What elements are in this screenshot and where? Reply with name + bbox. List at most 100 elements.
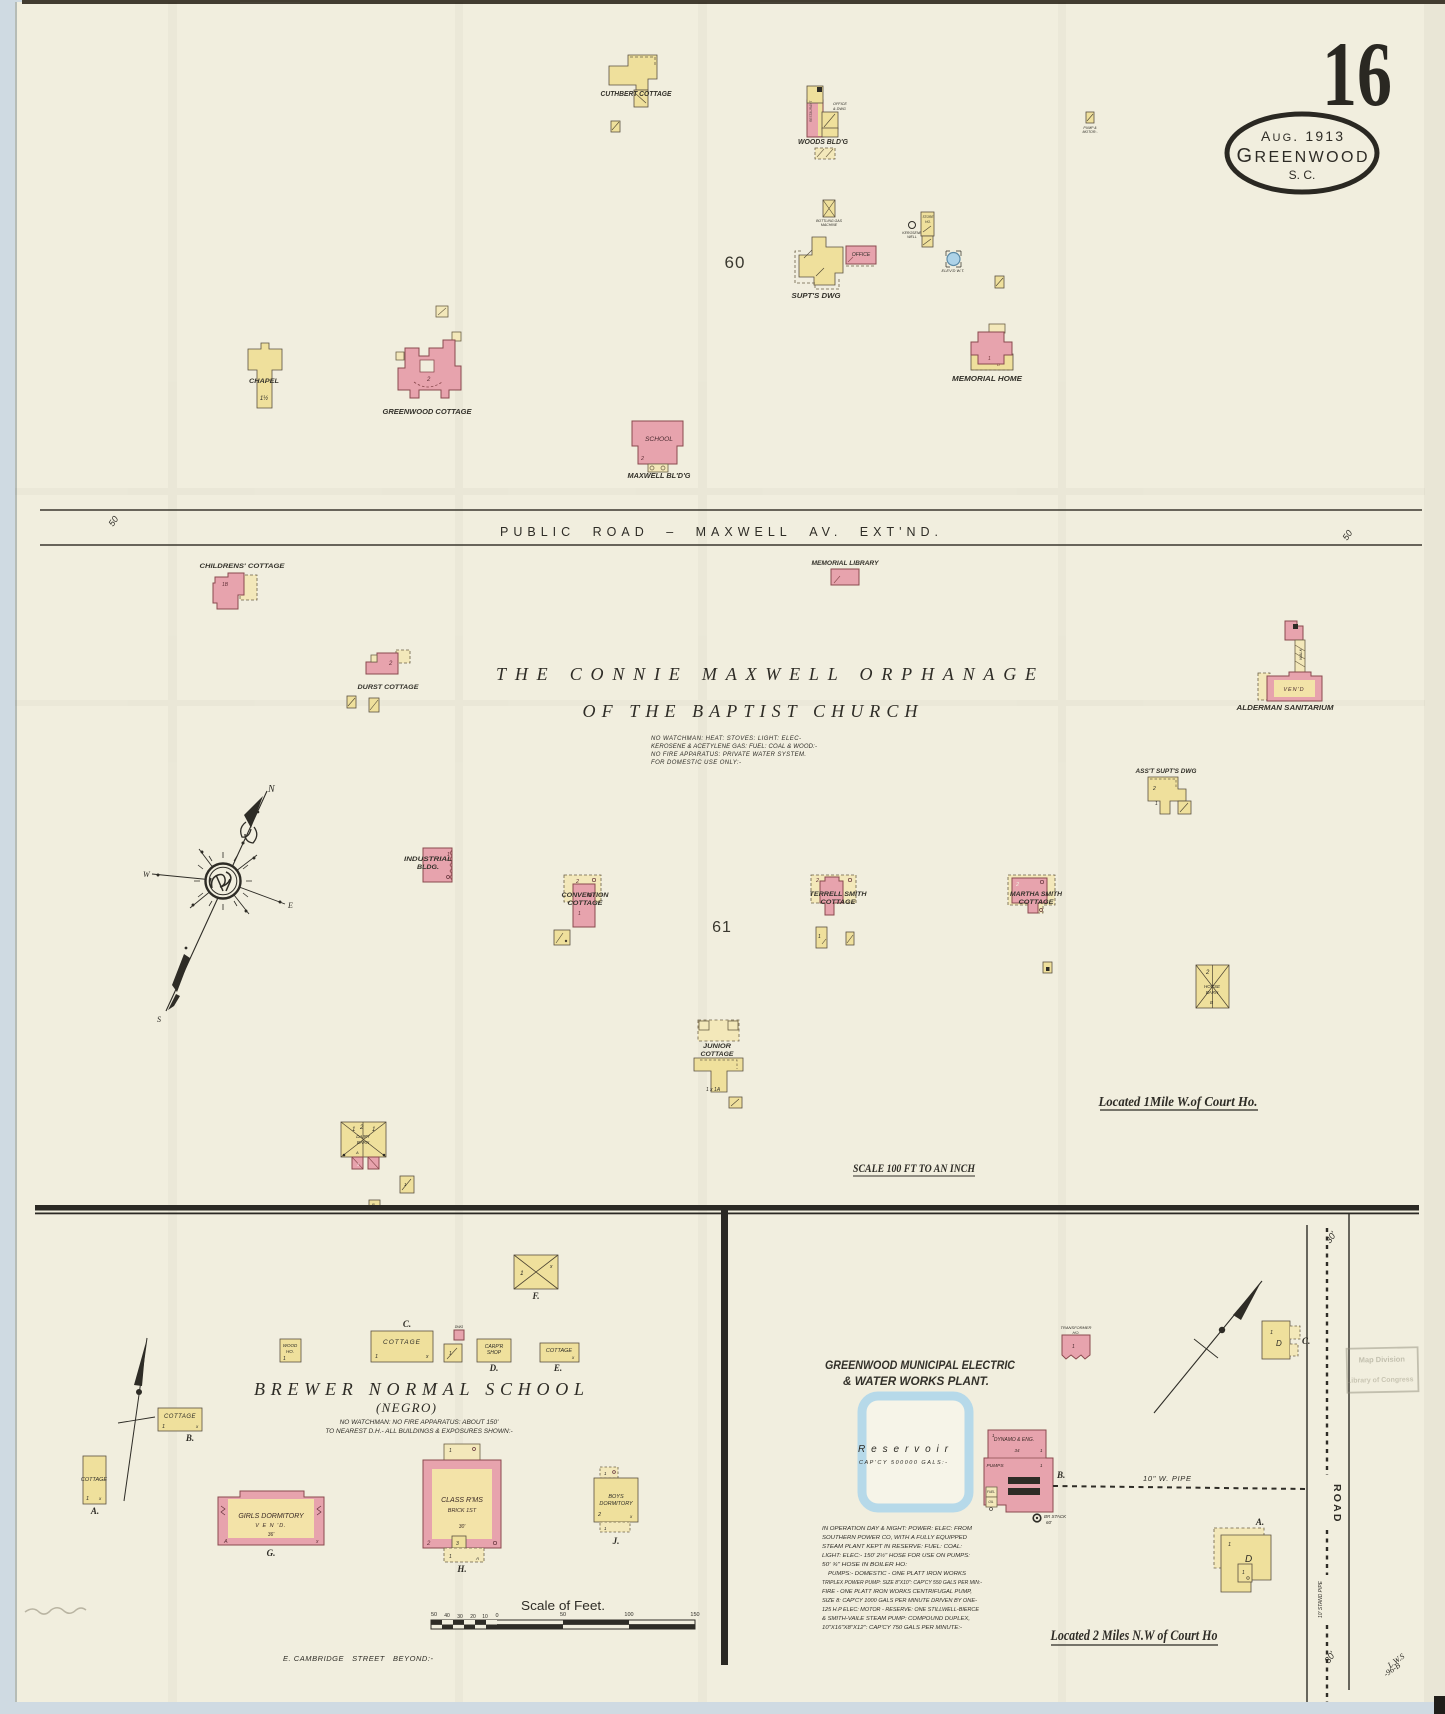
svg-text:DYNAMO & ENG.: DYNAMO & ENG. — [994, 1437, 1034, 1443]
svg-text:x: x — [549, 1264, 553, 1270]
svg-text:COTTAGE: COTTAGE — [383, 1339, 421, 1346]
svg-text:1: 1 — [449, 1448, 452, 1454]
svg-text:DORMITORY: DORMITORY — [599, 1501, 633, 1507]
svg-text:E. CAMBRIDGE STREET BEYOND:-: E. CAMBRIDGE STREET BEYOND:- — [283, 1654, 434, 1663]
svg-text:D: D — [1245, 1554, 1252, 1565]
svg-text:1: 1 — [604, 1471, 607, 1476]
svg-text:2: 2 — [1152, 786, 1156, 792]
svg-text:MOTOR:-: MOTOR:- — [1082, 130, 1098, 134]
svg-text:BLDG.: BLDG. — [417, 865, 439, 871]
svg-text:CAP'CY 500000 GALS:-: CAP'CY 500000 GALS:- — [859, 1460, 947, 1466]
svg-text:A: A — [223, 1539, 228, 1545]
svg-text:2: 2 — [426, 1541, 431, 1547]
svg-text:H.: H. — [456, 1564, 466, 1574]
svg-text:J.: J. — [612, 1536, 620, 1546]
svg-text:B: B — [372, 1202, 375, 1207]
svg-text:WELL: WELL — [907, 235, 917, 239]
svg-text:1: 1 — [1242, 1570, 1245, 1576]
svg-text:10"X16"X8"X12": CAP'CY 750 GAL: 10"X16"X8"X12": CAP'CY 750 GALS PER MINU… — [822, 1625, 962, 1631]
svg-text:SCHOOL: SCHOOL — [645, 436, 673, 443]
svg-text:& SMITH-VAILE STEAM PUMP: COMP: & SMITH-VAILE STEAM PUMP: COMPOUND DUPLE… — [822, 1616, 970, 1622]
svg-text:A: A — [355, 1150, 359, 1155]
svg-text:Library of Congress: Library of Congress — [1347, 1376, 1414, 1384]
svg-text:NO WATCHMAN: HEAT: STOVES: LIG: NO WATCHMAN: HEAT: STOVES: LIGHT: ELEC- — [651, 736, 801, 742]
svg-text:50' ¾" HOSE IN BOILER HO:: 50' ¾" HOSE IN BOILER HO: — [822, 1562, 907, 1568]
svg-text:1: 1 — [162, 1424, 165, 1430]
svg-text:CHAPEL: CHAPEL — [249, 378, 279, 385]
svg-text:50: 50 — [1340, 528, 1354, 542]
svg-text:CLASS R'MS: CLASS R'MS — [441, 1497, 483, 1504]
svg-text:1: 1 — [992, 1433, 995, 1438]
svg-text:10" W. PIPE: 10" W. PIPE — [1143, 1474, 1192, 1483]
svg-text:1: 1 — [1228, 1542, 1231, 1548]
svg-text:TO NEAREST D.H.- ALL BUILDINGS: TO NEAREST D.H.- ALL BUILDINGS & EXPOSUR… — [325, 1428, 513, 1435]
svg-text:34: 34 — [1014, 1448, 1020, 1453]
svg-text:ALDERMAN SANITARIUM: ALDERMAN SANITARIUM — [1235, 703, 1334, 712]
svg-text:MEMORIAL LIBRARY: MEMORIAL LIBRARY — [812, 560, 880, 567]
svg-text:DAIRY: DAIRY — [356, 1134, 371, 1139]
svg-text:50: 50 — [431, 1612, 437, 1618]
svg-text:INDUSTRIAL: INDUSTRIAL — [404, 857, 452, 863]
svg-text:PUMPS: PUMPS — [986, 1463, 1004, 1469]
svg-text:C.: C. — [1302, 1336, 1310, 1346]
svg-text:Located 2 Miles N.W of Court H: Located 2 Miles N.W of Court Ho — [1050, 1628, 1218, 1644]
svg-text:1: 1 — [1040, 1448, 1043, 1453]
svg-text:(NEGRO): (NEGRO) — [376, 1400, 436, 1415]
svg-text:2: 2 — [426, 377, 431, 383]
svg-text:3: 3 — [456, 1541, 459, 1547]
svg-text:1: 1 — [86, 1496, 89, 1502]
svg-text:HO.: HO. — [286, 1349, 294, 1354]
svg-text:150: 150 — [690, 1612, 699, 1618]
svg-text:100: 100 — [624, 1612, 633, 1618]
svg-text:30: 30 — [457, 1614, 463, 1620]
svg-text:WOODS BLD'G: WOODS BLD'G — [798, 137, 848, 146]
svg-text:CONVENTION: CONVENTION — [562, 893, 610, 899]
svg-text:HO.: HO. — [925, 220, 931, 224]
svg-text:A: A — [475, 1556, 479, 1561]
svg-text:SCALE 100 FT TO AN INCH: SCALE 100 FT TO AN INCH — [853, 1161, 976, 1175]
svg-text:D.: D. — [489, 1363, 499, 1373]
svg-text:HO.: HO. — [1072, 1330, 1079, 1335]
svg-text:IN OPERATION DAY & NIGHT: POWE: IN OPERATION DAY & NIGHT: POWER: ELEC: F… — [822, 1526, 972, 1532]
svg-text:E: E — [287, 901, 293, 910]
svg-text:1: 1 — [1072, 1344, 1075, 1350]
svg-text:OFFICE: OFFICE — [852, 252, 871, 258]
svg-text:MACHINE: MACHINE — [821, 223, 838, 227]
svg-text:Map Division: Map Division — [1359, 1355, 1406, 1365]
svg-text:A.: A. — [1255, 1517, 1264, 1527]
svg-text:TRANSFORMER: TRANSFORMER — [1061, 1325, 1092, 1330]
svg-text:60: 60 — [725, 253, 746, 272]
svg-text:WALK: WALK — [1298, 648, 1303, 660]
svg-text:B.: B. — [185, 1433, 194, 1443]
svg-text:x: x — [629, 1514, 633, 1519]
svg-text:& DWG: & DWG — [833, 107, 846, 111]
svg-text:COTTAGE: COTTAGE — [164, 1414, 197, 1420]
svg-text:1: 1 — [1270, 1330, 1273, 1336]
svg-text:FOR DOMESTIC USE ONLY:-: FOR DOMESTIC USE ONLY:- — [651, 760, 741, 766]
svg-text:30': 30' — [459, 1524, 467, 1530]
svg-text:JUNIOR: JUNIOR — [703, 1044, 732, 1050]
svg-text:C.: C. — [403, 1319, 411, 1329]
svg-text:1: 1 — [988, 356, 991, 362]
svg-text:x: x — [195, 1424, 199, 1429]
svg-text:COTTAGE: COTTAGE — [546, 1348, 573, 1354]
svg-text:SOUTHERN POWER CO, WITH A FULL: SOUTHERN POWER CO, WITH A FULLY EQUIPPED — [822, 1535, 967, 1541]
svg-text:E.: E. — [553, 1363, 562, 1373]
svg-text:36': 36' — [268, 1532, 276, 1538]
svg-text:B: B — [1210, 1000, 1213, 1005]
svg-text:OFFICE: OFFICE — [833, 102, 847, 106]
svg-text:TRIPLEX POWER PUMP: SIZE 8"X10: TRIPLEX POWER PUMP: SIZE 8"X10": CAP'CY … — [822, 1580, 982, 1586]
svg-text:60': 60' — [1046, 1520, 1052, 1525]
svg-text:GIRLS DORMITORY: GIRLS DORMITORY — [238, 1513, 305, 1520]
svg-text:1: 1 — [404, 1182, 407, 1187]
svg-text:1: 1 — [520, 1270, 524, 1277]
svg-text:1: 1 — [283, 1356, 286, 1362]
svg-text:BOTTLING GAS: BOTTLING GAS — [816, 219, 843, 223]
svg-text:PUMPS:- DOMESTIC - ONE PLATT I: PUMPS:- DOMESTIC - ONE PLATT IRON WORKS — [828, 1571, 966, 1577]
svg-text:1: 1 — [352, 1127, 355, 1133]
svg-text:MEMORIAL HOME: MEMORIAL HOME — [952, 374, 1023, 383]
svg-text:COTTAGE: COTTAGE — [821, 900, 857, 906]
svg-text:BRICK 1ST: BRICK 1ST — [448, 1508, 477, 1514]
svg-text:Located 1Mile W.of Court Ho.: Located 1Mile W.of Court Ho. — [1098, 1095, 1258, 1110]
svg-text:1 x 1A: 1 x 1A — [706, 1087, 721, 1093]
